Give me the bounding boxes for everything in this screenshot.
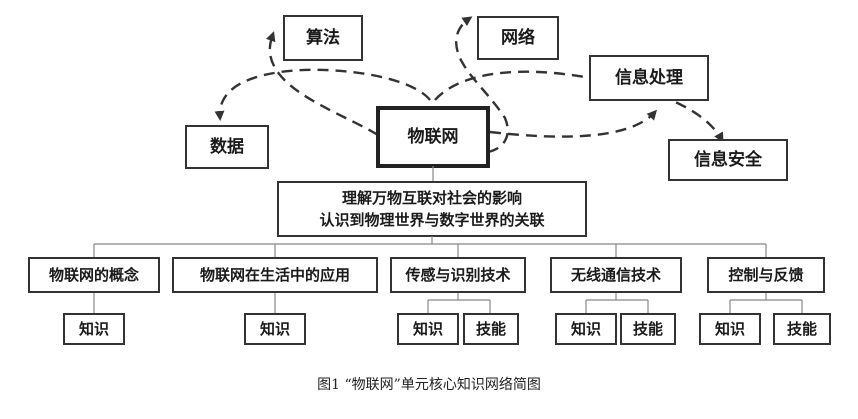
- unit-application: 物联网在生活中的应用: [172, 257, 378, 293]
- unit-sensing: 传感与识别技术: [390, 257, 526, 293]
- arrow-to-network: [454, 16, 509, 154]
- node-algorithm-label: 算法: [305, 27, 340, 48]
- node-network: 网络: [477, 16, 559, 60]
- tag-wireless-knowledge: 知识: [555, 313, 617, 345]
- tag-label: 技能: [787, 320, 817, 338]
- unit-application-title: 物联网在生活中的应用: [200, 266, 350, 284]
- tag-wireless-skill: 技能: [620, 313, 676, 345]
- tag-label: 知识: [715, 320, 745, 338]
- tag-label: 知识: [413, 320, 443, 338]
- arrow-to-info-processing: [489, 109, 658, 138]
- tree-connectors: [93, 236, 803, 314]
- goal-line-1: 理解万物互联对社会的影响: [342, 189, 522, 207]
- tag-label: 技能: [633, 320, 663, 338]
- unit-concept-title: 物联网的概念: [49, 266, 139, 284]
- unit-wireless-title: 无线通信技术: [570, 266, 661, 284]
- tag-control-knowledge: 知识: [699, 313, 761, 345]
- core-label: 物联网: [408, 126, 459, 147]
- tag-label: 知识: [571, 320, 601, 338]
- unit-sensing-title: 传感与识别技术: [404, 266, 510, 284]
- node-info-processing: 信息处理: [589, 55, 709, 101]
- arrow-to-data: [214, 68, 431, 121]
- tag-label: 知识: [260, 320, 290, 338]
- node-network-label: 网络: [501, 27, 535, 48]
- unit-wireless: 无线通信技术: [550, 257, 682, 293]
- tag-sensing-skill: 技能: [463, 313, 519, 345]
- node-data: 数据: [185, 125, 269, 169]
- tag-label: 技能: [476, 320, 506, 338]
- tag-concept-knowledge: 知识: [63, 313, 125, 345]
- goal-box: 理解万物互联对社会的影响 认识到物理世界与数字世界的关联: [277, 181, 587, 237]
- unit-concept: 物联网的概念: [28, 257, 160, 293]
- tag-application-knowledge: 知识: [244, 313, 306, 345]
- node-info-security-label: 信息安全: [694, 149, 763, 170]
- tag-control-skill: 技能: [773, 313, 831, 345]
- goal-line-2: 认识到物理世界与数字世界的关联: [319, 211, 545, 229]
- node-info-security: 信息安全: [668, 139, 788, 181]
- tag-label: 知识: [79, 320, 109, 338]
- node-data-label: 数据: [210, 136, 244, 157]
- unit-control-title: 控制与反馈: [728, 266, 803, 284]
- unit-control: 控制与反馈: [707, 257, 825, 293]
- node-core-iot: 物联网: [376, 106, 490, 168]
- node-algorithm: 算法: [283, 15, 363, 61]
- node-info-processing-label: 信息处理: [615, 67, 683, 88]
- figure-caption: 图1 “物联网”单元核心知识网络简图: [317, 376, 541, 393]
- arrow-to-algorithm: [265, 31, 379, 137]
- tag-sensing-knowledge: 知识: [397, 313, 459, 345]
